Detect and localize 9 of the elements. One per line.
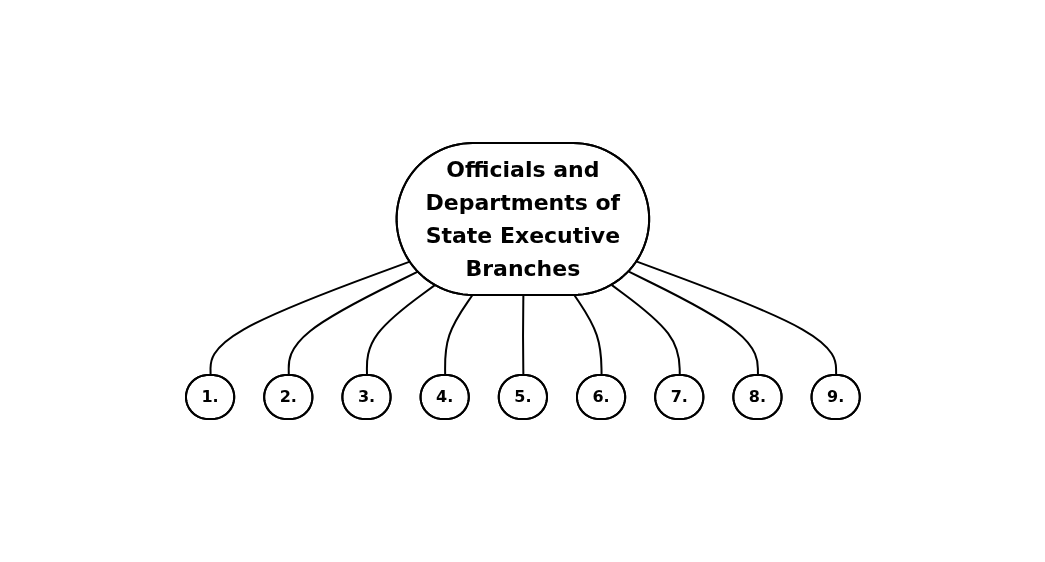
connector (573, 294, 603, 377)
connector (635, 260, 837, 377)
connector (521, 294, 524, 377)
connector (209, 260, 411, 377)
connector (287, 270, 419, 377)
connector (627, 270, 759, 377)
connector (443, 294, 473, 377)
connector (610, 284, 681, 377)
connector (365, 284, 436, 377)
